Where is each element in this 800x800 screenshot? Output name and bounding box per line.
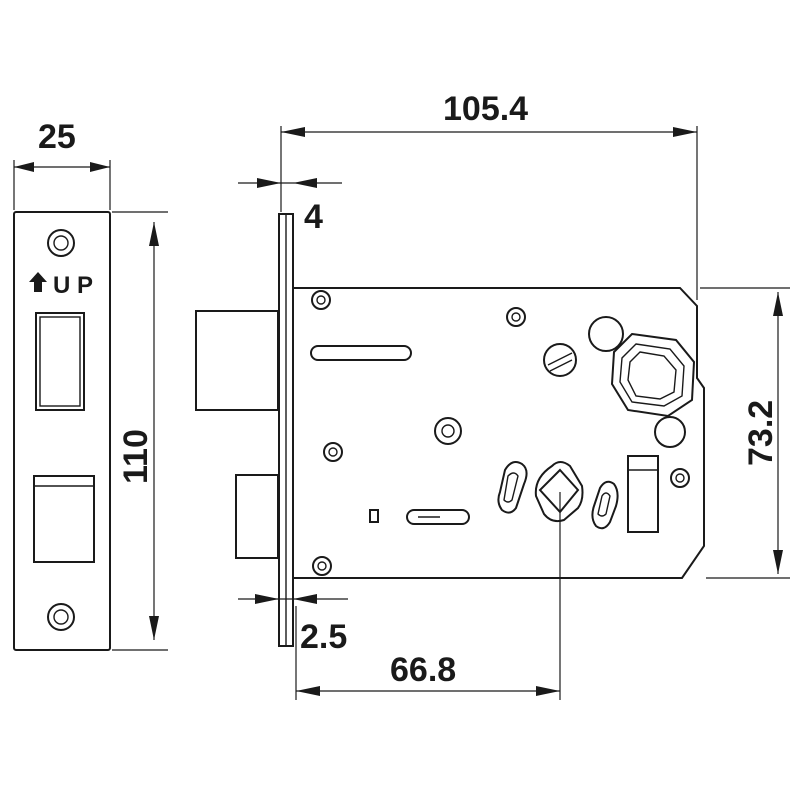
follower-hub — [610, 332, 696, 418]
latch-guide-slot — [310, 345, 412, 361]
case-height-dimension: 73.2 — [700, 287, 790, 579]
case-screw — [312, 556, 332, 576]
stop-pin — [588, 316, 624, 352]
backset-dimension: 66.8 — [295, 492, 561, 700]
top-screw-hole-inner — [53, 235, 69, 251]
offset-label: 2.5 — [300, 618, 347, 656]
total-length-label: 105.4 — [443, 90, 528, 128]
dead-bolt — [235, 474, 279, 559]
strike-height-dimension: 110 — [112, 211, 168, 651]
bottom-screw-hole — [47, 603, 75, 631]
strike-width-dimension: 25 — [13, 118, 111, 210]
bolt-stump — [627, 455, 659, 533]
case-screw — [311, 290, 331, 310]
case-screw — [506, 307, 526, 327]
offset-dimension: 2.5 — [238, 594, 348, 656]
latch-opening — [35, 312, 85, 411]
lock-body — [195, 213, 705, 647]
latch-opening-inner — [39, 316, 81, 407]
bottom-screw-hole-inner — [53, 609, 69, 625]
center-round-hole — [434, 417, 462, 445]
tumbler-stud — [543, 343, 577, 377]
strike-plate: U P — [13, 211, 111, 651]
faceplate-thickness-label: 4 — [304, 198, 323, 236]
bolt-opening — [33, 475, 95, 563]
top-screw-hole — [47, 229, 75, 257]
lock-case — [293, 287, 705, 579]
bolt-guide-slot — [406, 509, 470, 525]
up-label: U P — [53, 272, 93, 299]
small-square-slot — [369, 509, 379, 523]
strike-width-label: 25 — [38, 118, 76, 156]
case-height-label: 73.2 — [742, 400, 780, 466]
follower-pin — [654, 416, 686, 448]
spindle-boss — [534, 461, 584, 523]
strike-plate-outline — [13, 211, 111, 651]
strike-height-label: 110 — [117, 429, 155, 484]
case-screw — [670, 468, 690, 488]
lever-left — [497, 461, 528, 514]
latch-bolt — [195, 310, 279, 411]
case-screw — [323, 442, 343, 462]
spindle-square — [538, 468, 580, 514]
total-length-dimension: 105.4 — [280, 90, 698, 300]
faceplate-dimension: 4 — [238, 178, 342, 236]
backset-label: 66.8 — [390, 651, 456, 689]
lever-right — [591, 480, 619, 530]
up-arrow-icon — [29, 272, 47, 292]
